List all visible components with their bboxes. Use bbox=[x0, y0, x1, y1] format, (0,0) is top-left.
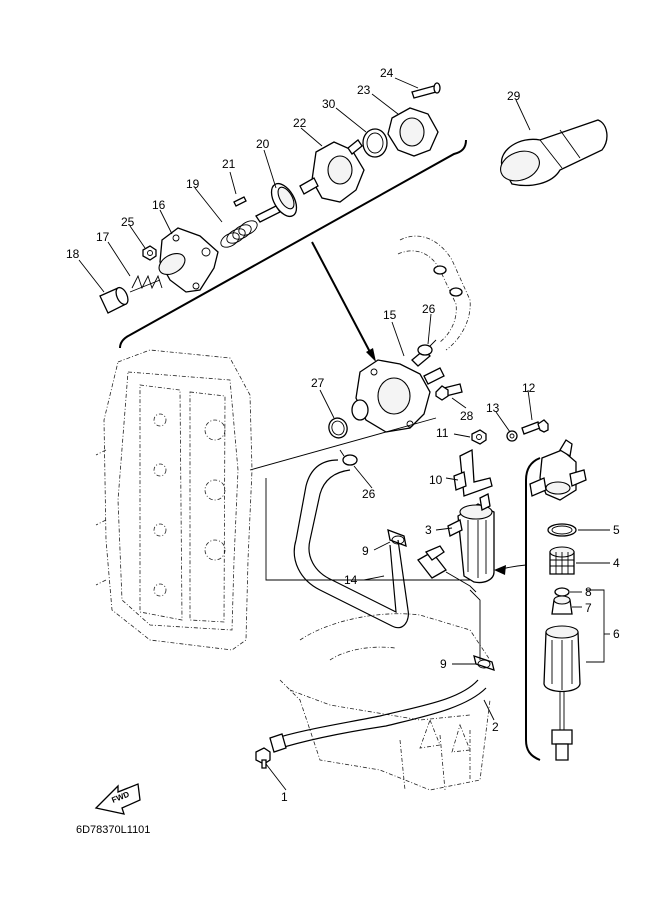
part-17-spring bbox=[129, 274, 163, 293]
callout-4: 4 bbox=[613, 556, 620, 570]
part-1-fitting bbox=[255, 747, 271, 769]
filter-group-bracket bbox=[525, 457, 541, 761]
callout-12: 12 bbox=[522, 381, 536, 395]
callout-13: 13 bbox=[486, 401, 500, 415]
callout-15: 15 bbox=[383, 308, 397, 322]
part-16-pump-housing bbox=[158, 227, 219, 293]
callout-9-lower: 9 bbox=[440, 657, 447, 671]
callout-1: 1 bbox=[281, 790, 288, 804]
callout-24: 24 bbox=[380, 66, 394, 80]
part-22-pump-cover bbox=[299, 139, 365, 203]
part-29-sleeve bbox=[500, 119, 608, 187]
part-20-diaphragm-plunger bbox=[255, 182, 298, 223]
callout-28: 28 bbox=[460, 409, 474, 423]
callout-30: 30 bbox=[322, 97, 336, 111]
callout-10: 10 bbox=[429, 473, 443, 487]
assembly-group-bracket bbox=[119, 139, 467, 349]
callout-20: 20 bbox=[256, 137, 270, 151]
leader-lines bbox=[78, 77, 610, 791]
cylinder-head-outline bbox=[95, 349, 253, 651]
callout-16: 16 bbox=[152, 198, 166, 212]
callout-25: 25 bbox=[121, 215, 135, 229]
callout-27: 27 bbox=[311, 376, 325, 390]
callout-6: 6 bbox=[613, 627, 620, 641]
part-15-fuel-pump bbox=[351, 349, 445, 433]
part-19-spring bbox=[220, 220, 258, 248]
assembly-pointer-arrow bbox=[366, 348, 376, 362]
callout-3: 3 bbox=[425, 523, 432, 537]
part-21-pin bbox=[233, 196, 247, 207]
callout-22: 22 bbox=[293, 116, 307, 130]
part-9-clamp-lower bbox=[473, 655, 495, 671]
callout-11: 11 bbox=[436, 426, 449, 440]
callout-23: 23 bbox=[357, 83, 371, 97]
part-9-clamp-upper bbox=[387, 528, 407, 548]
part-6-filter-cup bbox=[543, 625, 581, 761]
fuel-line-link bbox=[249, 417, 437, 471]
callout-26-upper: 26 bbox=[422, 302, 436, 316]
callout-9-upper: 9 bbox=[362, 544, 369, 558]
part-10-filter-bracket bbox=[453, 448, 493, 497]
callout-19: 19 bbox=[186, 177, 200, 191]
part-18-plug bbox=[99, 286, 129, 314]
fuel-line-outline bbox=[265, 478, 470, 581]
callout-14: 14 bbox=[344, 573, 358, 587]
part-2-fuel-hose bbox=[269, 679, 487, 753]
part-3-fuel-filter-assembly bbox=[447, 493, 495, 584]
callout-21: 21 bbox=[222, 157, 236, 171]
part-23-top-cover bbox=[387, 107, 439, 157]
part-13-washer bbox=[506, 430, 518, 442]
filter-sensor-connector bbox=[417, 545, 477, 593]
assembly-pointer-line bbox=[311, 241, 371, 353]
callout-8: 8 bbox=[585, 585, 592, 599]
fwd-arrow-icon: FWD bbox=[94, 783, 141, 815]
part-28-bolt bbox=[435, 383, 463, 401]
callout-17: 17 bbox=[96, 230, 110, 244]
part-7-float bbox=[551, 595, 573, 615]
part-4-filter-element bbox=[549, 546, 575, 575]
part-14-fuel-hose bbox=[293, 459, 409, 629]
callout-2: 2 bbox=[492, 720, 499, 734]
part-12-bolt bbox=[521, 419, 549, 435]
callout-5: 5 bbox=[613, 523, 620, 537]
callout-29: 29 bbox=[507, 89, 521, 103]
group-bracket-6 bbox=[586, 589, 605, 663]
callout-18: 18 bbox=[66, 247, 80, 261]
callout-7: 7 bbox=[585, 601, 592, 615]
part-30-gasket bbox=[362, 128, 388, 158]
part-8-ring bbox=[554, 587, 570, 597]
mounting-bracket-outline bbox=[279, 613, 491, 791]
filter-drain-line bbox=[469, 589, 481, 660]
fuel-hose-upper-outline bbox=[397, 235, 471, 351]
part-25-nut bbox=[142, 245, 157, 261]
part-11-nut bbox=[471, 429, 487, 445]
part-5-o-ring bbox=[547, 523, 577, 537]
part-24-screw bbox=[411, 82, 441, 99]
callout-26-lower: 26 bbox=[362, 487, 376, 501]
part-26-clip-lower bbox=[339, 449, 358, 466]
part-26-clip-upper bbox=[417, 339, 437, 356]
hose-clip-upper bbox=[433, 265, 463, 297]
filter-pointer-arrow bbox=[494, 565, 506, 575]
filter-head-exploded bbox=[529, 439, 587, 501]
diagram-code: 6D78370L1101 bbox=[76, 824, 150, 836]
part-27-o-ring bbox=[328, 417, 348, 439]
